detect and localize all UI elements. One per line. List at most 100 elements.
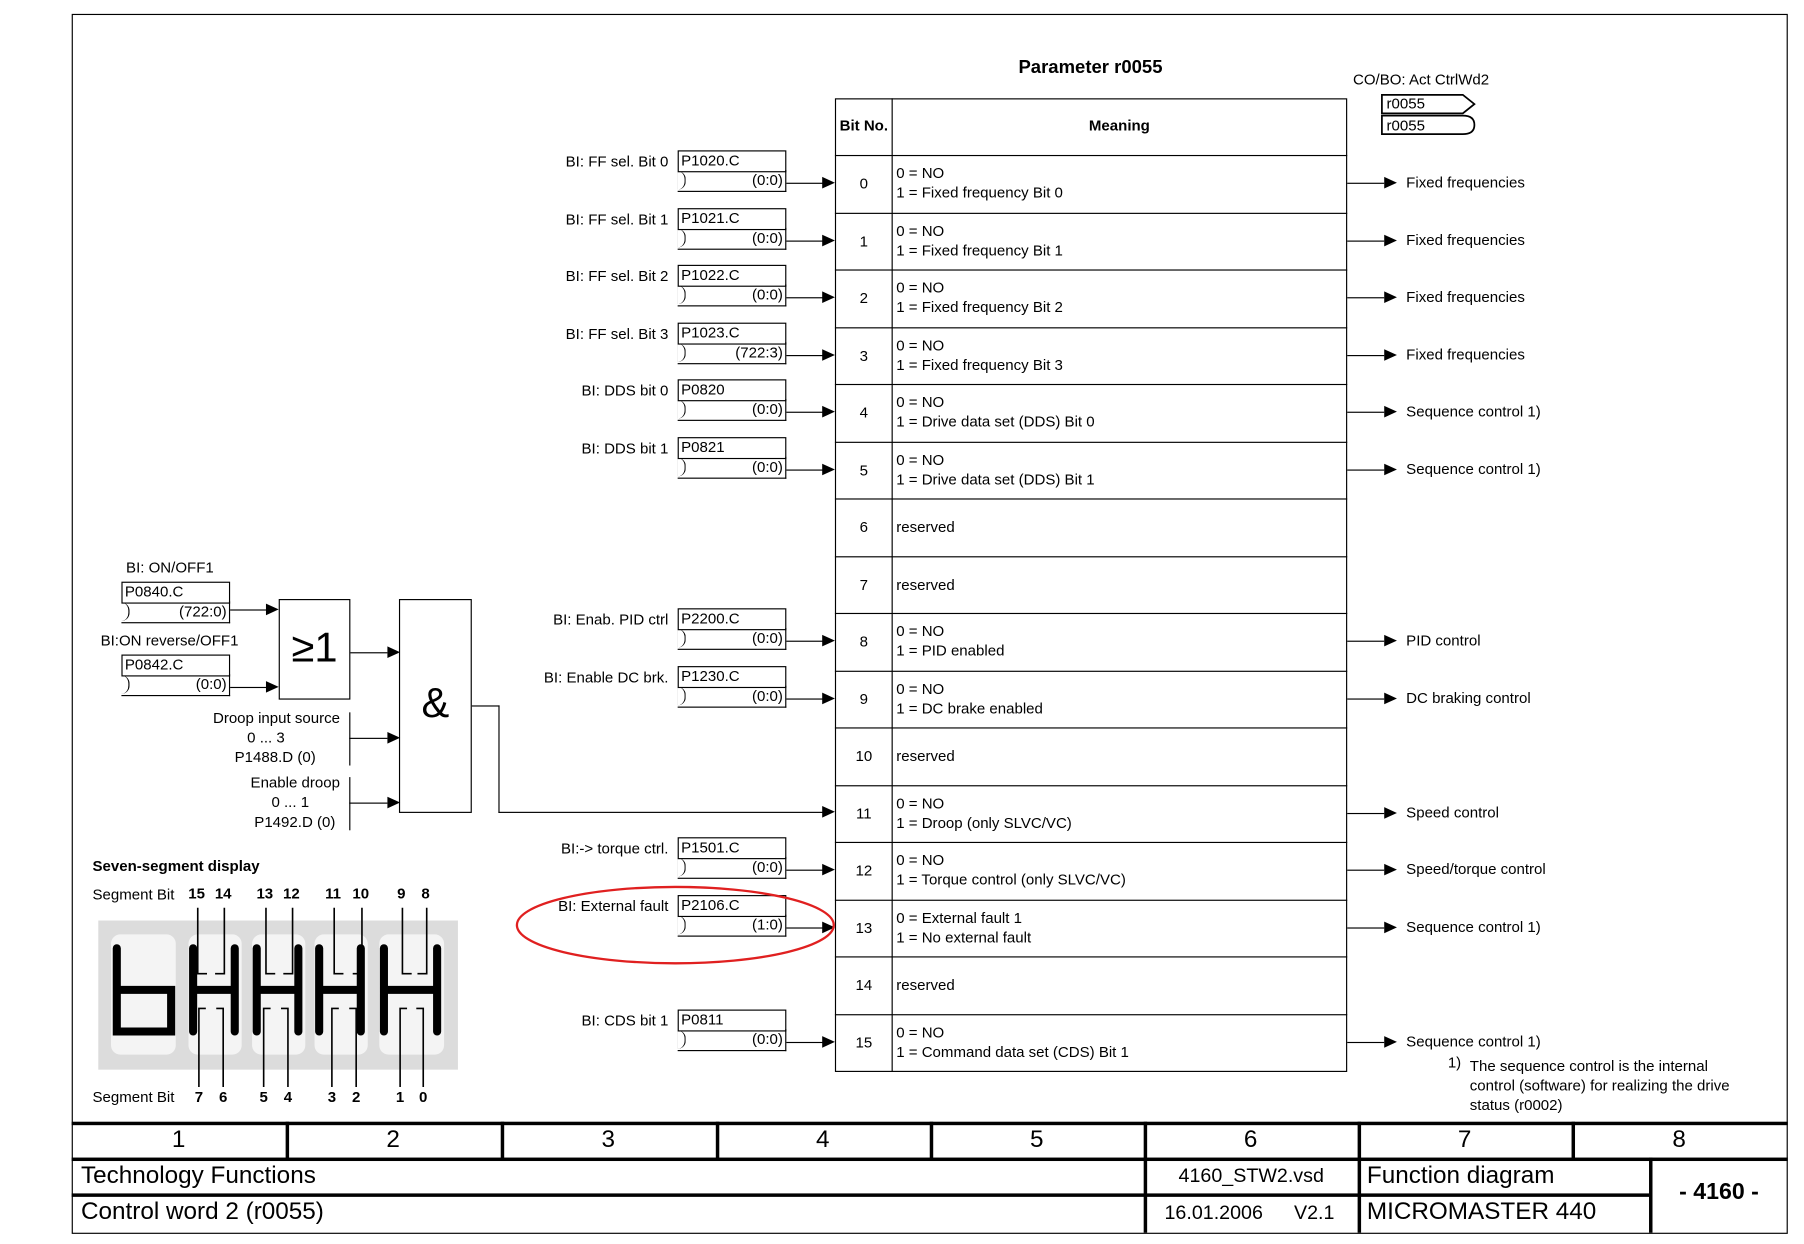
input-label: BI: FF sel. Bit 3 [565,324,669,342]
bit-meaning-line: 0 = NO [896,164,945,182]
segment-bit-bottom: 2 [351,1088,361,1106]
bit-meaning-line: 1 = DC brake enabled [896,699,1043,717]
input-param-box[interactable]: P1230.C(0:0) [677,665,787,708]
footer-page: - 4160 - [1679,1179,1759,1205]
bit-number: 9 [859,689,869,708]
and-gate [398,599,472,813]
input-param-box[interactable]: P0811(0:0) [677,1008,787,1051]
footer-column-number: 1 [171,1126,186,1153]
row-divider [834,956,1348,958]
droop-source-param[interactable]: P1488.D (0) [234,748,316,766]
param-default: (0:0) [677,227,787,250]
output-target[interactable]: Sequence control 1) [1406,917,1541,935]
output-target[interactable]: Fixed frequencies [1406,287,1525,306]
bit-number: 0 [859,174,869,192]
output-target[interactable]: DC braking control [1406,688,1531,706]
arrow-icon [387,796,401,809]
footnote-line-3: status (r0002) [1469,1096,1563,1114]
default: (722:0) [121,601,231,624]
output-target[interactable]: Fixed frequencies [1406,345,1525,363]
row-divider [834,498,1348,500]
arrow-icon [1384,234,1397,246]
or-symbol: ≥1 [291,623,338,671]
row-divider [834,326,1348,328]
row-divider [834,1013,1348,1015]
input-param-box[interactable]: P1020.C(0:0) [677,150,787,192]
param-default: (0:0) [677,284,787,307]
input-param-box[interactable]: P1023.C(722:3) [677,322,787,364]
bit-meaning-line: 0 = NO [896,450,945,468]
output-target[interactable]: PID control [1406,631,1481,649]
bit-table [834,98,1348,1072]
input-label: BI: CDS bit 1 [581,1011,669,1029]
output-target[interactable]: Fixed frequencies [1406,230,1525,249]
enable-droop-param[interactable]: P1492.D (0) [254,812,336,831]
diagram-title: Parameter r0055 [1018,57,1163,78]
segment-bit-label-bottom: Segment Bit [92,1088,175,1106]
input-param-box[interactable]: P1021.C(0:0) [677,207,787,250]
segment-bit-bottom: 1 [395,1088,405,1106]
connector-icon [1381,93,1476,136]
input-param-box[interactable]: P1501.C(0:0) [677,837,787,879]
row-divider [834,612,1348,615]
output-target[interactable]: Speed/torque control [1406,860,1546,878]
row-divider [834,727,1348,729]
bit-meaning-line: 0 = External fault 1 [896,908,1022,926]
arrow-icon [822,863,835,876]
bit-meaning: reserved [896,976,955,994]
bit-number: 8 [859,632,869,650]
on-reverse-param-box[interactable]: P0842.C (0:0) [121,654,231,697]
input-param-box[interactable]: P1022.C(0:0) [677,264,787,307]
input-param-box[interactable]: P0821(0:0) [677,436,787,479]
param-default: (0:0) [677,398,787,421]
param-default: (1:0) [677,914,787,937]
bit-meaning-line: 1 = Fixed frequency Bit 1 [896,241,1063,259]
bit-number: 4 [859,403,869,421]
default: (0:0) [121,674,231,697]
footer-title-2: Control word 2 (r0055) [80,1198,324,1225]
footer-column-number: 3 [601,1126,616,1153]
bit-meaning-line: 0 = NO [896,793,945,812]
enable-droop-label: Enable droop [250,773,340,791]
input-label: BI: DDS bit 1 [581,438,669,457]
bit-number: 3 [859,346,869,364]
param-default: (0:0) [677,627,787,650]
arrow-icon [1384,692,1397,704]
row-divider [834,555,1348,557]
input-param-box[interactable]: P0820(0:0) [677,379,787,421]
footer-file: 4160_STW2.vsd [1178,1164,1324,1187]
row-divider [834,899,1348,901]
arrow-icon [1384,176,1397,189]
input-param-box[interactable]: P2106.C(1:0) [677,894,787,937]
segment-bit-bottom: 6 [218,1088,228,1106]
bit-meaning-line: 1 = Fixed frequency Bit 0 [896,183,1063,202]
enable-droop-range: 0 ... 1 [271,793,310,811]
param-default: (0:0) [677,169,787,192]
output-target[interactable]: Speed control [1406,803,1499,821]
param-name: P2106.C [677,894,787,917]
footer-column-number: 5 [1029,1126,1044,1153]
output-target[interactable]: Sequence control 1) [1406,459,1541,478]
arrow-icon [822,291,835,303]
bit-meaning-line: 1 = Drive data set (DDS) Bit 0 [896,412,1095,431]
arrow-icon [387,732,401,744]
segment-bit-bottom: 4 [283,1088,293,1106]
param: P0842.C [121,654,231,677]
droop-source-range: 0 ... 3 [247,728,285,746]
bit-meaning-line: 0 = NO [896,851,945,869]
output-target[interactable]: Fixed frequencies [1406,173,1525,191]
output-target[interactable]: Sequence control 1) [1406,1032,1541,1050]
bit-number: 12 [855,861,873,879]
output-target[interactable]: Sequence control 1) [1406,402,1541,420]
on-off1-param-box[interactable]: P0840.C (722:0) [121,581,231,624]
bit-number: 15 [855,1033,873,1051]
input-label: BI:-> torque ctrl. [561,839,669,857]
arrow-icon [822,405,835,418]
table-divider [891,98,893,1072]
footnote-marker: 1) [1447,1053,1462,1071]
footer-column-number: 7 [1457,1126,1472,1153]
input-param-box[interactable]: P2200.C(0:0) [677,608,787,650]
arrow-icon [822,348,835,361]
segment-bit-label-top: Segment Bit [92,885,175,904]
bit-meaning: reserved [896,518,955,536]
